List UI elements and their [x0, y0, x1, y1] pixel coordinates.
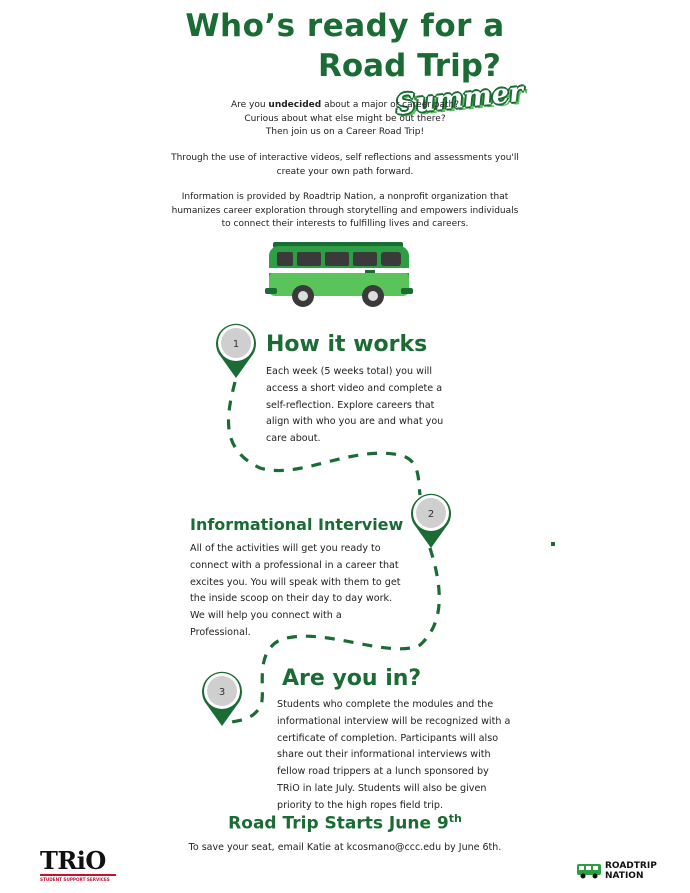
step-3-line: share out their informational interviews… [277, 749, 491, 761]
step-1-line: Each week (5 weeks total) you will [266, 366, 433, 377]
trio-logo: TRiO STUDENT SUPPORT SERVICES [40, 849, 120, 882]
step-3-line: TRiO in late July. Students will also be… [277, 782, 487, 794]
rsvp-text: To save your seat, email Katie at kcosma… [188, 842, 502, 853]
step-2-line: Professional. [190, 626, 251, 638]
pin-2-icon: 2 [411, 493, 451, 548]
step-3-line: priority to the high ropes field trip. [277, 799, 444, 811]
step-2-body: All of the activities will get you ready… [190, 541, 430, 642]
pin-3-number: 3 [219, 687, 225, 698]
step-3-line: certificate of completion. Participants … [277, 732, 499, 744]
title-road-trip: Road Trip? [318, 48, 501, 84]
step-1-heading: How it works [266, 332, 428, 357]
intro-para3-line3: to connect their interests to fulfilling… [221, 219, 469, 229]
step-2-line: All of the activities will get you ready… [190, 543, 381, 554]
intro-line2: Curious about what else might be out the… [244, 113, 446, 124]
start-date-sup: th [448, 812, 462, 825]
intro-line1-before: Are you [230, 100, 269, 110]
step-3-body: Students who complete the modules and th… [277, 697, 527, 815]
intro-undecided: undecided [268, 100, 322, 110]
roadtrip-van-icon [577, 864, 601, 879]
start-date-heading: Road Trip Starts June 9th [0, 812, 690, 834]
step-3-line: Students who complete the modules and th… [277, 699, 494, 710]
step-2-line: We will help you connect with a [190, 610, 342, 622]
step-1-line: access a short video and complete a [266, 382, 443, 394]
step-3-line: informational interview will be recogniz… [277, 715, 511, 727]
title-line-2: Summer Road Trip? [198, 44, 525, 121]
trio-divider [40, 874, 116, 876]
intro-para3-line2: humanizes career exploration through sto… [171, 205, 519, 216]
intro-para3-line1: Information is provided by Roadtrip Nati… [181, 192, 509, 202]
trio-subtitle: STUDENT SUPPORT SERVICES [40, 876, 110, 882]
intro-line1-after: about a major or career path? [321, 100, 460, 110]
intro-block-2: Through the use of interactive videos, s… [120, 152, 570, 179]
van-illustration [265, 242, 413, 307]
pin-2-number: 2 [428, 509, 434, 520]
step-1-line: self-reflection. Explore careers that [266, 399, 435, 411]
intro-para2-line1: Through the use of interactive videos, s… [171, 153, 519, 163]
pin-3-icon: 3 [202, 671, 242, 726]
step-3-heading: Are you in? [282, 666, 422, 691]
pin-1-number: 1 [233, 339, 239, 350]
intro-block-1: Are you undecided about a major or caree… [120, 99, 570, 140]
step-1-body: Each week (5 weeks total) you will acces… [266, 364, 486, 448]
step-1-line: align with who you are and what you [266, 416, 444, 428]
step-2-line: excites you. You will speak with them to… [190, 576, 401, 588]
step-2-line: connect with a professional in a career … [190, 559, 399, 571]
step-1-line: care about. [266, 433, 321, 445]
step-3-line: fellow road trippers at a lunch sponsore… [277, 766, 489, 778]
roadtrip-nation-logo: ROADTRIP NATION [576, 860, 676, 884]
step-2-line: the inside scoop on their day to day wor… [190, 593, 393, 605]
intro-block-3: Information is provided by Roadtrip Nati… [120, 191, 570, 232]
roadtrip-line2: NATION [605, 871, 644, 881]
step-2-heading: Informational Interview [190, 515, 404, 534]
roadtrip-line1: ROADTRIP [605, 861, 657, 871]
title-line-1: Who’s ready for a [185, 8, 505, 44]
roadtrip-wordmark: ROADTRIP NATION [605, 861, 657, 881]
trio-wordmark: TRiO [40, 846, 106, 875]
start-date-text: Road Trip Starts June 9 [228, 813, 449, 834]
intro-line3: Then join us on a Career Road Trip! [265, 127, 425, 137]
pin-1-icon: 1 [216, 323, 256, 378]
intro-para2-line2: create your own path forward. [276, 166, 414, 177]
